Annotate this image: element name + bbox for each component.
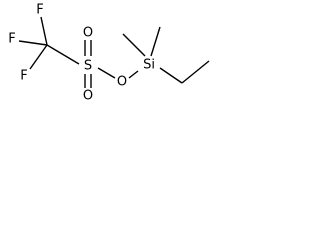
atom-f-bottom: F [20,69,27,84]
bond-s-o-bridge [97,67,116,79]
bond-si-methyl-left [122,33,146,57]
bond-ch2-ch3 [181,60,210,84]
atom-f-top: F [36,3,43,18]
atom-f-left: F [8,32,15,47]
atom-o-bridge: O [117,75,127,90]
bond-si-methyl-up [150,26,161,57]
atom-o-top: O [83,26,93,41]
bond-c-f-bottom [29,44,48,70]
bond-c-s [46,44,80,65]
chemical-structure: F F F O S O O Si [8,3,210,104]
atom-o-bottom: O [83,89,93,104]
bond-si-ch2 [159,67,183,84]
bond-c-f-left [18,40,48,46]
atom-labels: F F F O S O O Si [8,3,155,104]
bond-o-si [128,70,139,79]
atom-s: S [84,59,92,74]
bond-c-f-top [40,16,48,46]
atom-si: Si [143,58,155,73]
bonds [18,16,210,88]
